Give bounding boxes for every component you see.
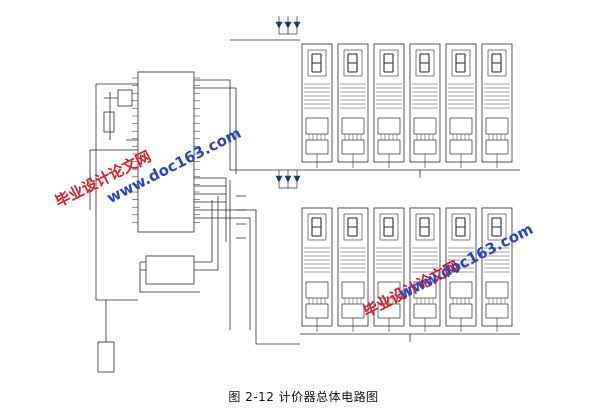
seven-segment-module (301, 43, 333, 168)
ground-upper (300, 169, 520, 178)
indicator-diode (284, 170, 292, 188)
indicator-diode (275, 170, 283, 188)
power-wire-left (89, 83, 138, 300)
seven-segment-module (445, 43, 477, 168)
seven-segment-module (373, 207, 405, 332)
bus-lower (194, 180, 300, 345)
indicator-diode (293, 170, 301, 188)
seven-segment-module (373, 43, 405, 168)
seven-segment-module (481, 43, 513, 168)
bus-upper (194, 39, 300, 174)
ground-lower (300, 333, 520, 342)
crystal-block (117, 89, 133, 107)
seven-segment-module (409, 207, 441, 332)
seven-segment-module (481, 207, 513, 332)
seven-segment-module (301, 207, 333, 332)
indicator-diode (275, 16, 283, 34)
power-source-wire (96, 299, 138, 342)
schematic-diagram (89, 16, 520, 373)
figure-caption: 图 2-12 计价器总体电路图 (228, 390, 379, 404)
mcu-chip (137, 71, 195, 233)
eeprom-wires (139, 196, 219, 293)
seven-segment-module (337, 207, 369, 332)
seven-segment-module (337, 43, 369, 168)
mcu-pins (132, 77, 200, 223)
seven-segment-module (409, 43, 441, 168)
power-source (97, 341, 115, 373)
reset-block (103, 111, 115, 133)
indicator-diode (293, 16, 301, 34)
seven-segment-module (445, 207, 477, 332)
indicator-diode (284, 16, 292, 34)
eeprom-chip (145, 255, 195, 285)
